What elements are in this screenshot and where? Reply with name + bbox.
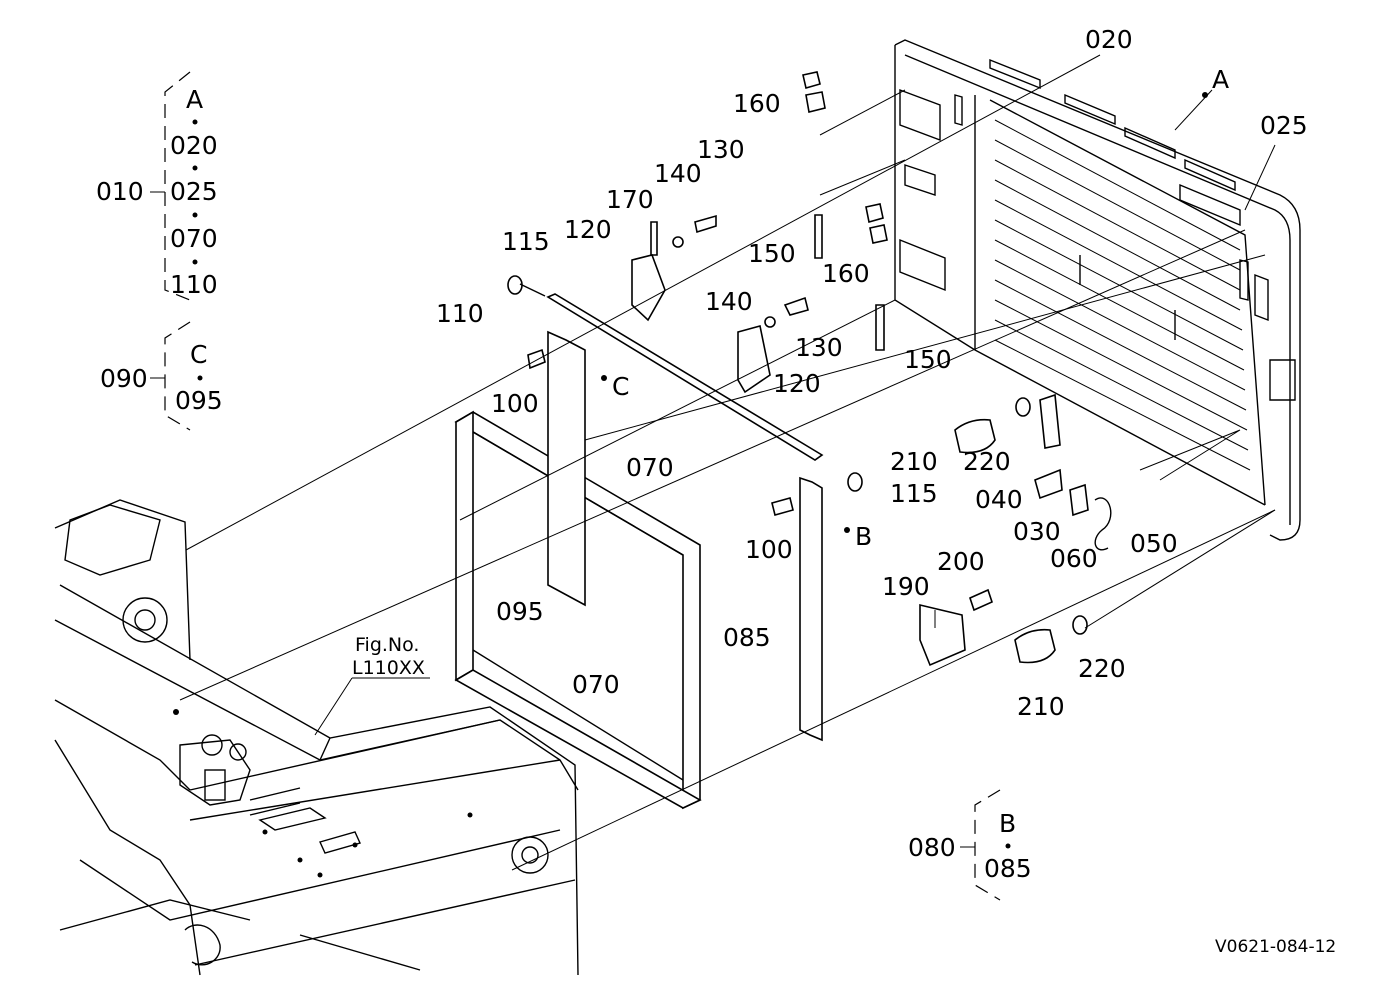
group-080-item: 085 (984, 854, 1032, 883)
group-010-item: 020 (170, 131, 218, 160)
label-070-top: 070 (626, 453, 674, 482)
group-010: 010 A 020 025 070 110 (96, 85, 218, 299)
label-160-top: 160 (733, 89, 781, 118)
label-090: 090 (100, 364, 148, 393)
diagram-code: V0621-084-12 (1215, 937, 1336, 957)
marker-b: B (855, 522, 872, 551)
figref-line1: Fig.No. (355, 634, 419, 656)
label-200: 200 (937, 547, 985, 576)
label-115-top: 115 (502, 227, 550, 256)
label-085: 085 (723, 623, 771, 652)
label-080: 080 (908, 833, 956, 862)
label-100-mid: 100 (745, 535, 793, 564)
seal-strip-c (547, 330, 586, 607)
group-090: 090 C 095 (100, 340, 223, 415)
group-010-item: 110 (170, 270, 218, 299)
marker-a: A (1212, 65, 1229, 94)
group-010-item: 025 (170, 177, 218, 206)
group-010-item: A (186, 85, 203, 114)
label-030: 030 (1013, 517, 1061, 546)
label-010: 010 (96, 177, 144, 206)
label-140-mid: 140 (705, 287, 753, 316)
label-120-top: 120 (564, 215, 612, 244)
label-220-bottom: 220 (1078, 654, 1126, 683)
label-190: 190 (882, 572, 930, 601)
label-060: 060 (1050, 544, 1098, 573)
group-010-item: 070 (170, 224, 218, 253)
label-210-top: 210 (890, 447, 938, 476)
callout-labels: 020 025 A 160 130 140 170 120 115 110 15… (352, 25, 1308, 721)
label-150-top: 150 (748, 239, 796, 268)
chassis-frame (54, 499, 579, 976)
label-140-top: 140 (654, 159, 702, 188)
label-130-mid: 130 (795, 333, 843, 362)
label-170: 170 (606, 185, 654, 214)
label-130-top: 130 (697, 135, 745, 164)
label-120-mid: 120 (773, 369, 821, 398)
group-080-item: B (999, 809, 1016, 838)
label-050: 050 (1130, 529, 1178, 558)
group-090-item: C (190, 340, 207, 369)
label-160-mid: 160 (822, 259, 870, 288)
label-095: 095 (496, 597, 544, 626)
leader-lines (179, 54, 1276, 871)
label-150-mid: 150 (904, 345, 952, 374)
rod-110 (546, 293, 824, 461)
label-100-top: 100 (491, 389, 539, 418)
label-020: 020 (1085, 25, 1133, 54)
label-070-bottom: 070 (572, 670, 620, 699)
label-025: 025 (1260, 111, 1308, 140)
group-brackets (150, 71, 1001, 901)
group-080: 080 B 085 (908, 809, 1032, 883)
label-115-mid: 115 (890, 479, 938, 508)
seal-frame (454, 410, 702, 810)
marker-c: C (612, 372, 629, 401)
grille-panel (894, 39, 1301, 541)
label-110: 110 (436, 299, 484, 328)
seal-strip-b (799, 476, 823, 742)
label-210-bottom: 210 (1017, 692, 1065, 721)
hardware-parts (507, 71, 1112, 667)
figref-line2: L110XX (352, 657, 425, 679)
group-090-item: 095 (175, 386, 223, 415)
marker-dots (192, 92, 1208, 849)
label-040: 040 (975, 485, 1023, 514)
label-220-top: 220 (963, 447, 1011, 476)
